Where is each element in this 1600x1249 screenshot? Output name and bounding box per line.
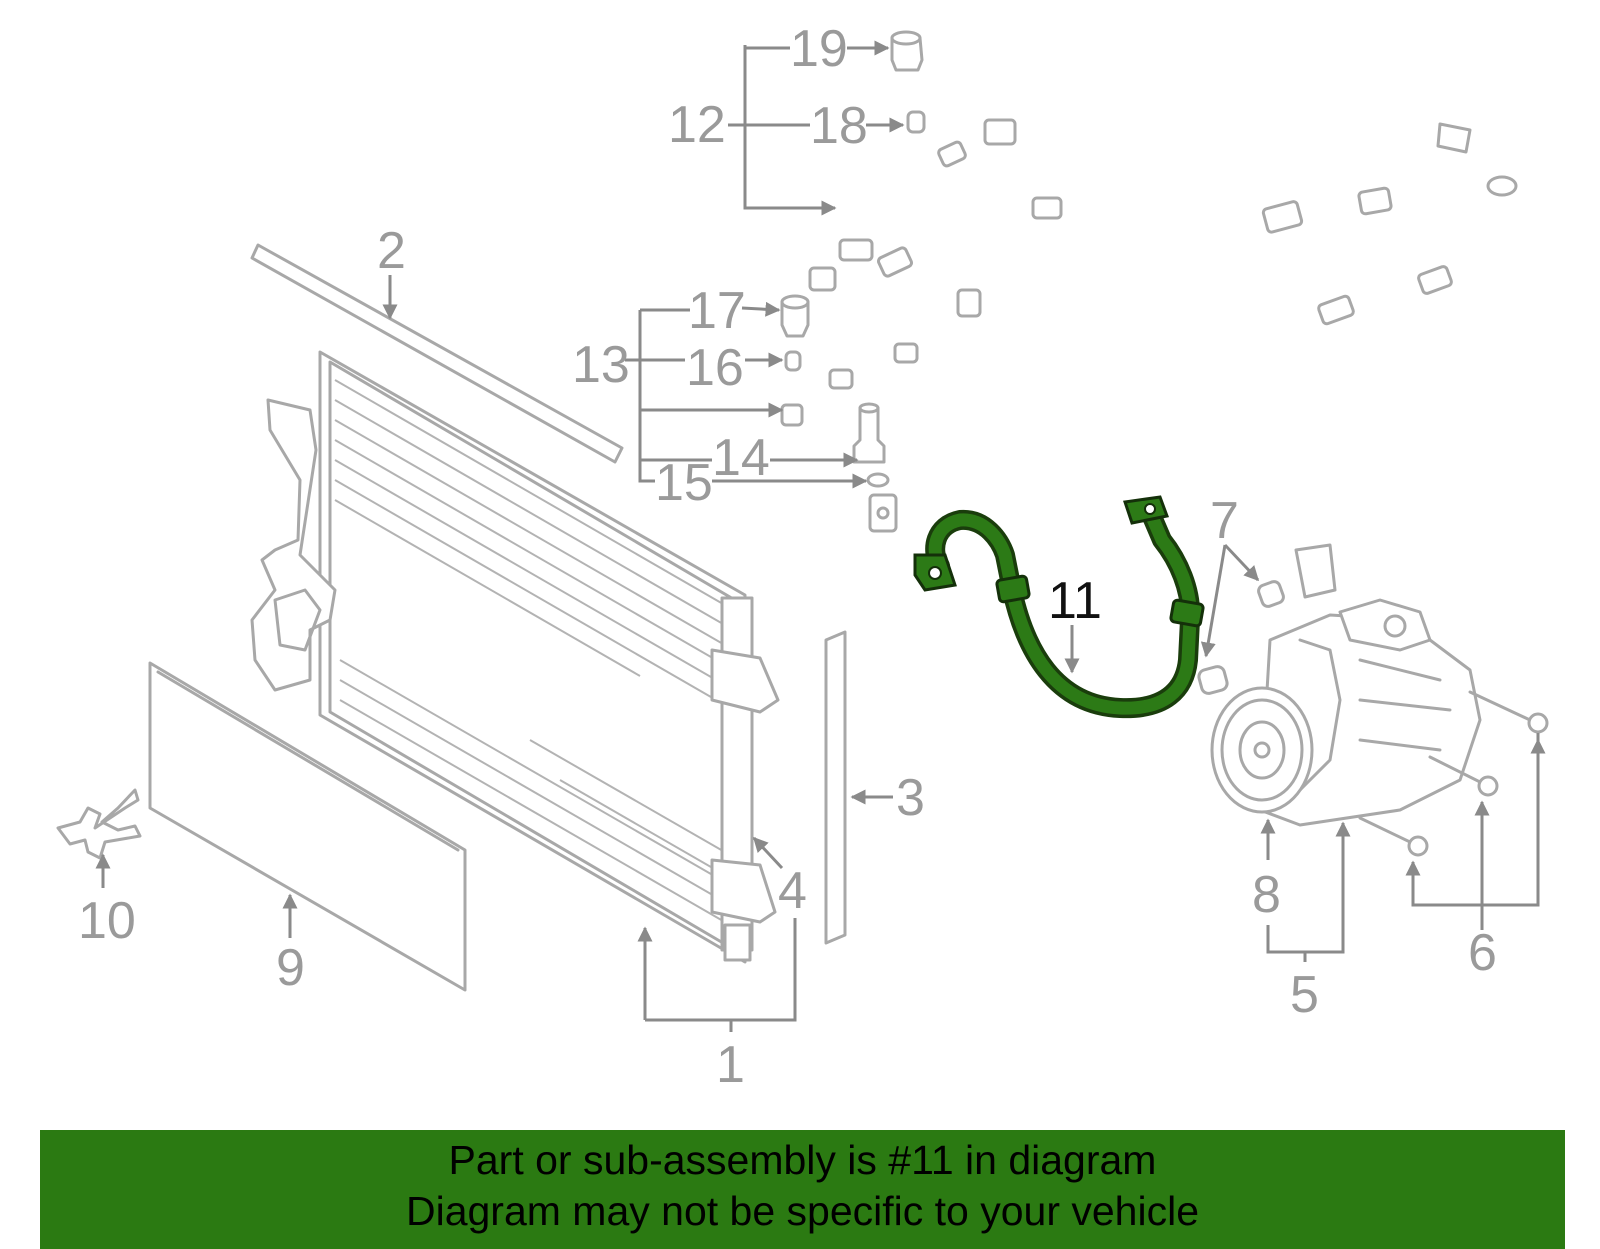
- callout-labels: 1 2 3 4 5 6 7 8 9 10 11 12 13 14 15 16 1…: [78, 20, 1497, 1094]
- air-deflector-panel: [148, 661, 467, 992]
- callout-2: 2: [377, 222, 406, 280]
- leader-lines: [95, 40, 1546, 1032]
- seal-strip-side: [824, 630, 847, 945]
- callout-17: 17: [688, 282, 746, 340]
- callout-12: 12: [668, 96, 726, 154]
- info-banner: Part or sub-assembly is #11 in diagram D…: [40, 1130, 1565, 1249]
- callout-9: 9: [276, 939, 305, 997]
- refrigerant-lines-upper: [791, 118, 1518, 599]
- callout-16: 16: [686, 339, 744, 397]
- callout-1: 1: [716, 1036, 745, 1094]
- callout-6: 6: [1468, 924, 1497, 982]
- banner-line-2: Diagram may not be specific to your vehi…: [405, 1188, 1199, 1234]
- banner-line-1: Part or sub-assembly is #11 in diagram: [448, 1137, 1157, 1183]
- callout-19: 19: [790, 20, 848, 78]
- callout-14: 14: [712, 429, 770, 487]
- clip: [56, 788, 142, 860]
- callout-11: 11: [1048, 572, 1102, 630]
- compressor: [1210, 598, 1482, 827]
- callout-4: 4: [778, 862, 807, 920]
- callout-15: 15: [655, 454, 713, 512]
- callout-13: 13: [572, 336, 630, 394]
- callout-8: 8: [1252, 866, 1281, 924]
- highlighted-hose-assembly: [913, 495, 1205, 719]
- condenser: [250, 350, 780, 964]
- callout-7: 7: [1210, 492, 1239, 550]
- refrigerant-line-lower: [780, 206, 1024, 535]
- callout-3: 3: [896, 769, 925, 827]
- callout-10: 10: [78, 892, 136, 950]
- callout-5: 5: [1290, 966, 1319, 1024]
- bolts: [1358, 690, 1549, 857]
- callout-18: 18: [810, 97, 868, 155]
- seal-strip-upper: [250, 243, 624, 464]
- caps: [1197, 580, 1285, 695]
- small-fittings: [780, 30, 926, 488]
